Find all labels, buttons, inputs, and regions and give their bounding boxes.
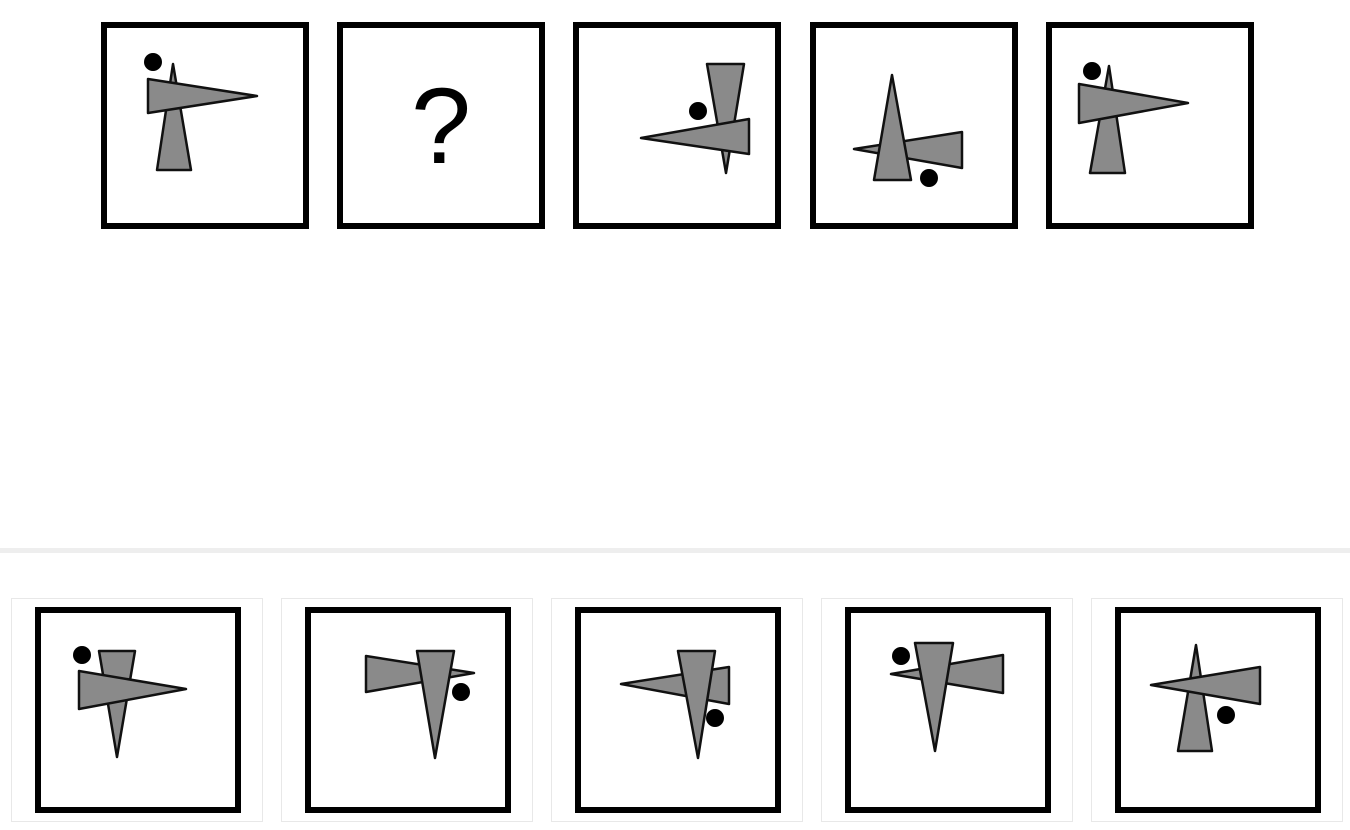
option-panel-5 — [1115, 607, 1321, 813]
option-figure-4 — [889, 641, 1005, 753]
figure-4 — [852, 73, 964, 187]
sequence-panel-2-missing: ? — [337, 22, 545, 229]
option-figure-5 — [1149, 643, 1262, 753]
sequence-panel-4 — [810, 22, 1018, 229]
option-figure-3 — [619, 649, 731, 760]
dot — [144, 53, 162, 71]
section-divider — [0, 548, 1350, 553]
figure-3 — [639, 62, 751, 175]
question-mark: ? — [410, 65, 472, 186]
horizontal-triangle — [1077, 82, 1190, 125]
vertical-triangle — [155, 62, 193, 172]
sequence-panel-5 — [1046, 22, 1254, 229]
horizontal-triangle — [1149, 665, 1262, 706]
vertical-triangle — [676, 649, 717, 760]
vertical-triangle — [415, 649, 456, 760]
dot — [73, 646, 91, 664]
horizontal-triangle — [146, 77, 259, 115]
answer-option-4[interactable] — [821, 598, 1073, 822]
answer-option-5[interactable] — [1091, 598, 1343, 822]
dot — [920, 169, 938, 187]
option-figure-1 — [73, 646, 188, 759]
dot — [689, 102, 707, 120]
figure-1 — [144, 53, 259, 172]
dot — [706, 709, 724, 727]
sequence-panel-3 — [573, 22, 781, 229]
horizontal-triangle — [77, 669, 188, 711]
vertical-triangle — [1176, 643, 1214, 753]
dot — [892, 647, 910, 665]
option-panel-4 — [845, 607, 1051, 813]
option-panel-3 — [575, 607, 781, 813]
answer-option-2[interactable] — [281, 598, 533, 822]
option-panel-1 — [35, 607, 241, 813]
vertical-triangle — [872, 73, 913, 182]
option-panel-2 — [305, 607, 511, 813]
horizontal-triangle — [639, 117, 751, 156]
dot — [1217, 706, 1235, 724]
option-figure-2 — [364, 649, 476, 760]
answer-option-3[interactable] — [551, 598, 803, 822]
dot — [452, 683, 470, 701]
vertical-triangle — [705, 62, 746, 175]
answer-option-1[interactable] — [11, 598, 263, 822]
vertical-triangle — [913, 641, 955, 753]
sequence-panel-1 — [101, 22, 309, 229]
dot — [1083, 62, 1101, 80]
figure-5 — [1077, 62, 1190, 175]
